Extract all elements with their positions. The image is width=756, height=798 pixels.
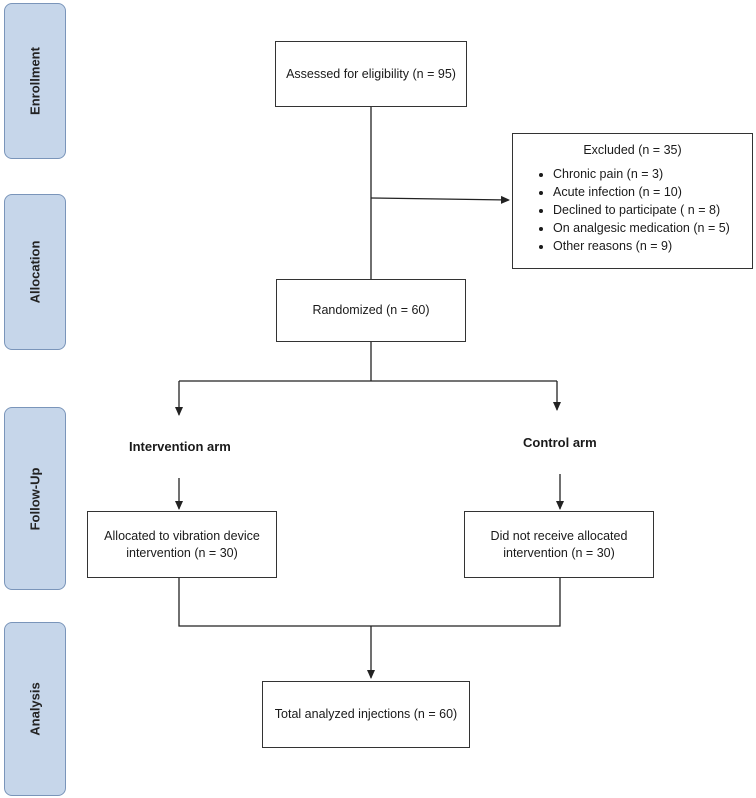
excluded-item: Chronic pain (n = 3) — [553, 165, 730, 183]
randomized-box: Randomized (n = 60) — [276, 279, 466, 342]
randomized-text: Randomized (n = 60) — [312, 303, 430, 317]
stage-analysis: Analysis — [4, 622, 66, 796]
stage-allocation: Allocation — [4, 194, 66, 350]
control-box-line2: intervention (n = 30) — [503, 545, 615, 560]
intervention-box-line2: intervention (n = 30) — [126, 545, 238, 560]
excluded-item: Other reasons (n = 9) — [553, 237, 730, 255]
assessed-box: Assessed for eligibility (n = 95) — [275, 41, 467, 107]
excluded-item: On analgesic medication (n = 5) — [553, 219, 730, 237]
intervention-box-line1: Allocated to vibration device — [104, 528, 260, 543]
excluded-item: Declined to participate ( n = 8) — [553, 201, 730, 219]
line-merge — [178, 578, 561, 627]
analyzed-text: Total analyzed injections (n = 60) — [274, 707, 458, 721]
control-box: Did not receive allocated intervention (… — [464, 511, 654, 578]
excluded-title: Excluded (n = 35) — [583, 143, 682, 157]
arrow-to-excluded — [370, 195, 510, 204]
excluded-box: Excluded (n = 35) Chronic pain (n = 3) A… — [512, 133, 753, 269]
analyzed-box: Total analyzed injections (n = 60) — [262, 681, 470, 748]
excluded-list: Chronic pain (n = 3) Acute infection (n … — [537, 165, 730, 255]
control-arm-label: Control arm — [523, 435, 597, 450]
assessed-text: Assessed for eligibility (n = 95) — [286, 66, 456, 81]
excluded-item: Acute infection (n = 10) — [553, 183, 730, 201]
intervention-arm-label: Intervention arm — [129, 439, 231, 454]
intervention-box: Allocated to vibration device interventi… — [87, 511, 277, 578]
stage-follow-up: Follow-Up — [4, 407, 66, 590]
control-box-line1: Did not receive allocated — [490, 528, 628, 543]
stage-enrollment: Enrollment — [4, 3, 66, 159]
